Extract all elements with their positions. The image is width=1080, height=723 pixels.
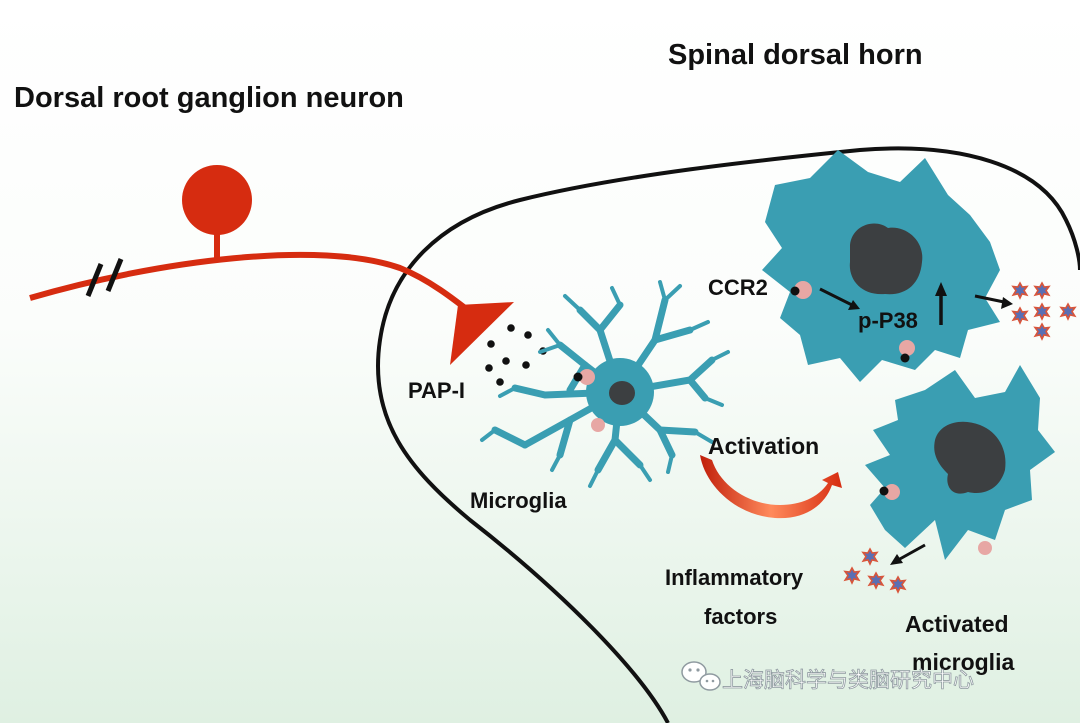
axon-break-mark-2 (105, 258, 124, 292)
drg-neuron (29, 165, 514, 365)
lower-microglia-nucleus (934, 421, 1006, 494)
activated-microglia-lower (865, 365, 1055, 565)
resting-microglia (480, 280, 730, 488)
sdh-title: Spinal dorsal horn (668, 39, 923, 71)
inflammatory-release-arrow (897, 543, 926, 562)
watermark: 上海脑科学与类脑研究中心 (681, 661, 974, 692)
pap-i-label: PAP-I (408, 378, 465, 403)
activation-arrow (700, 455, 842, 519)
ccr2-label: CCR2 (708, 275, 768, 300)
drg-title: Dorsal root ganglion neuron (14, 82, 404, 114)
inflammatory-label-line1: Inflammatory (665, 565, 804, 590)
activation-label: Activation (708, 433, 819, 459)
activated-label-line1: Activated (905, 611, 1009, 637)
released-factors-upper (974, 282, 1076, 340)
resting-microglia-nucleus (609, 381, 635, 405)
spinal-dorsal-horn-outline (375, 146, 1080, 723)
neuron-cell-body (182, 165, 252, 235)
pp38-label: p-P38 (858, 308, 918, 333)
axon (29, 251, 480, 321)
ccr2-receptor (794, 281, 812, 299)
pap-i-dots (485, 324, 547, 386)
axon-break-mark (85, 263, 104, 297)
wechat-icon (681, 661, 721, 691)
activated-label-line2: microglia (912, 649, 1014, 675)
microglia-label: Microglia (470, 488, 567, 513)
ccr2-to-pp38-arrow (819, 287, 853, 307)
axon-terminal (450, 302, 514, 365)
watermark-text: 上海脑科学与类脑研究中心 (722, 668, 974, 692)
inflammatory-label-line2: factors (704, 604, 777, 629)
receptor-bump (579, 369, 595, 385)
release-arrow (974, 294, 1005, 304)
upper-microglia-nucleus (849, 223, 923, 295)
activated-microglia-upper (762, 150, 1000, 382)
